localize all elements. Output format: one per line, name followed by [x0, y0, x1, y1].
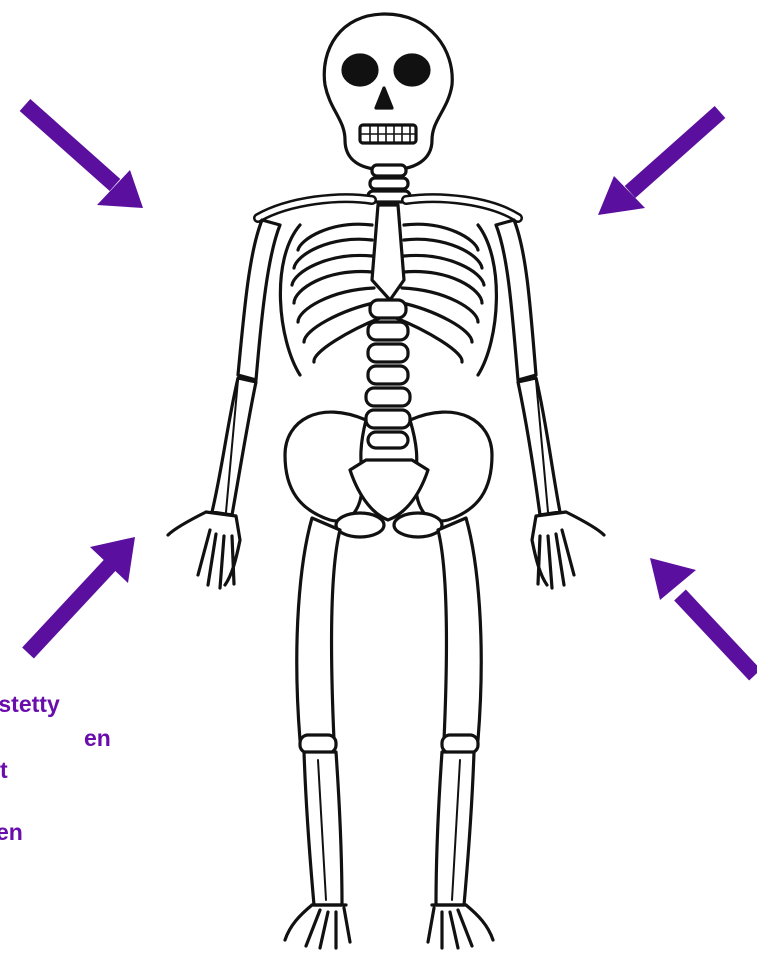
skull: [324, 14, 452, 170]
caption-line-2: en: [0, 722, 152, 754]
top-left-arrow: [5, 90, 155, 210]
lumbar-spine: [366, 300, 410, 448]
caption-line-1: istetty: [0, 688, 152, 720]
caption-line-4: [0, 786, 152, 816]
skeleton-illustration: [150, 0, 630, 954]
bottom-left-arrow: [10, 525, 160, 665]
bottom-right-arrow: [640, 550, 757, 690]
caption: istetty en t en: [0, 688, 152, 848]
caption-line-5: en: [0, 816, 152, 848]
legs: [297, 518, 481, 905]
caption-line-3: t: [0, 754, 152, 786]
hands: [168, 512, 604, 588]
feet: [285, 905, 493, 948]
